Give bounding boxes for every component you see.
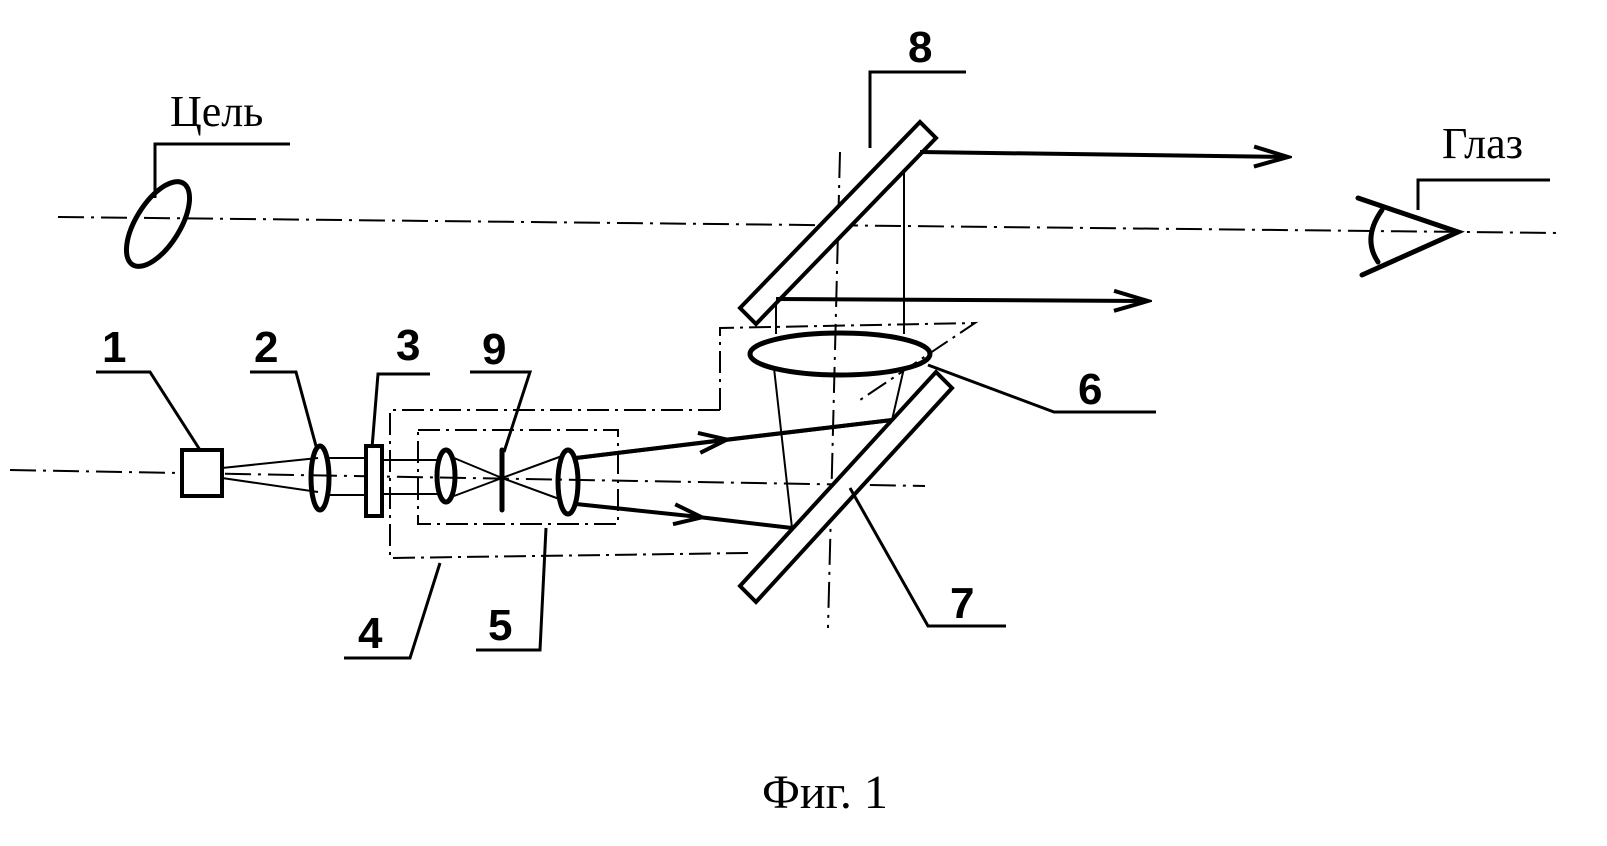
ray-to-splitter-upper-arrow bbox=[575, 418, 893, 460]
component-2-lens bbox=[308, 443, 332, 513]
lower-optical-axis bbox=[9, 469, 926, 487]
target-label: Цель bbox=[170, 87, 263, 136]
frame-4-upper-step bbox=[719, 321, 979, 410]
beam-7-to-6-right bbox=[891, 367, 905, 421]
beam-1-to-2-lower bbox=[221, 477, 319, 493]
leader-9 bbox=[470, 370, 533, 453]
target-leader bbox=[153, 142, 290, 198]
component-7-beam-splitter bbox=[737, 369, 955, 605]
label-8: 8 bbox=[908, 23, 932, 72]
leader-7 bbox=[848, 487, 1006, 628]
ray-converge-lower bbox=[453, 477, 503, 497]
label-4: 4 bbox=[358, 609, 383, 658]
vertical-optical-axis bbox=[827, 151, 841, 629]
component-8-combiner bbox=[737, 119, 939, 327]
ray-converge-upper bbox=[453, 457, 503, 479]
label-6: 6 bbox=[1078, 365, 1102, 414]
ray-diverge-lower bbox=[501, 477, 563, 501]
beam-7-to-6-left bbox=[773, 367, 793, 529]
leader-8 bbox=[868, 70, 966, 148]
frame-5-lens-right bbox=[555, 447, 581, 517]
component-1-source bbox=[180, 448, 224, 498]
output-ray-upper bbox=[919, 152, 1288, 157]
eye-pupil-arc bbox=[1368, 207, 1385, 265]
label-3: 3 bbox=[396, 321, 420, 370]
leader-4 bbox=[344, 562, 442, 660]
component-6-lens bbox=[747, 330, 933, 378]
figure-caption: Фиг. 1 bbox=[762, 766, 888, 819]
output-ray-lower bbox=[775, 299, 1148, 301]
label-5: 5 bbox=[488, 601, 512, 650]
ray-diverge-upper bbox=[501, 455, 563, 479]
label-2: 2 bbox=[254, 323, 278, 372]
label-7: 7 bbox=[950, 579, 974, 628]
leader-3 bbox=[370, 372, 430, 449]
eye-leader bbox=[1416, 178, 1550, 210]
eye-symbol bbox=[1355, 195, 1465, 278]
leader-1 bbox=[96, 370, 202, 451]
frame-5-housing bbox=[417, 429, 619, 525]
leader-6 bbox=[927, 363, 1156, 414]
ray-to-splitter-lower-arrow bbox=[575, 502, 793, 530]
label-1: 1 bbox=[102, 323, 126, 372]
frame-5-lens-left bbox=[434, 447, 458, 505]
beam-1-to-2-upper bbox=[221, 457, 319, 469]
label-9: 9 bbox=[482, 325, 506, 374]
leader-2 bbox=[250, 370, 318, 447]
leader-5 bbox=[476, 527, 548, 652]
component-3-plate bbox=[364, 444, 384, 518]
target-ring bbox=[123, 179, 193, 269]
eye-label: Глаз bbox=[1442, 119, 1523, 168]
upper-optical-axis bbox=[57, 216, 1561, 234]
frame-4-housing bbox=[389, 409, 749, 560]
